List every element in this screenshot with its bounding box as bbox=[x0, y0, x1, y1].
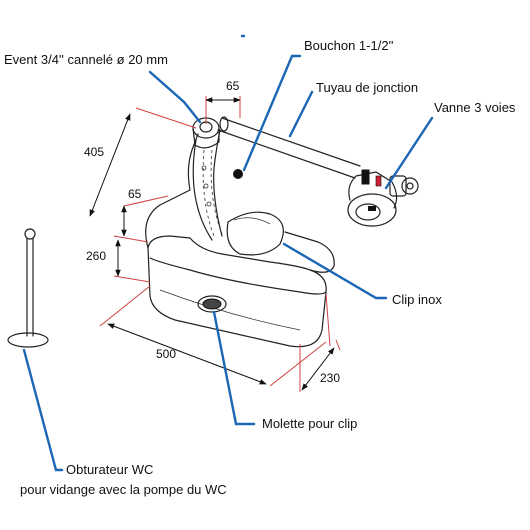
dim-65-side: 65 bbox=[128, 187, 142, 201]
plug-cap bbox=[233, 169, 243, 179]
label-obturateur-note: pour vidange avec la pompe du WC bbox=[20, 482, 227, 497]
label-bouchon: Bouchon 1-1/2'' bbox=[304, 38, 394, 53]
label-molette: Molette pour clip bbox=[262, 416, 357, 431]
dim-260: 260 bbox=[86, 249, 106, 263]
label-clip: Clip inox bbox=[392, 292, 442, 307]
junction-pipe bbox=[217, 116, 361, 179]
dimension-lines bbox=[89, 97, 335, 391]
clip-thumbwheel bbox=[197, 295, 227, 313]
label-tuyau: Tuyau de jonction bbox=[316, 80, 418, 95]
three-way-valve bbox=[347, 169, 419, 227]
valve-lever-icon bbox=[361, 169, 370, 185]
label-event: Event 3/4'' cannelé ø 20 mm bbox=[4, 52, 168, 67]
leader-lines bbox=[22, 34, 434, 472]
stainless-clip bbox=[226, 211, 284, 256]
tank-body bbox=[145, 189, 335, 348]
dim-500: 500 bbox=[156, 347, 176, 361]
label-vanne: Vanne 3 voies bbox=[434, 100, 516, 115]
wc-plug bbox=[7, 228, 49, 348]
dim-405: 405 bbox=[84, 145, 104, 159]
label-obturateur: Obturateur WC bbox=[66, 462, 153, 477]
dim-230: 230 bbox=[320, 371, 340, 385]
dim-65-top: 65 bbox=[226, 79, 240, 93]
filler-neck bbox=[187, 129, 223, 241]
